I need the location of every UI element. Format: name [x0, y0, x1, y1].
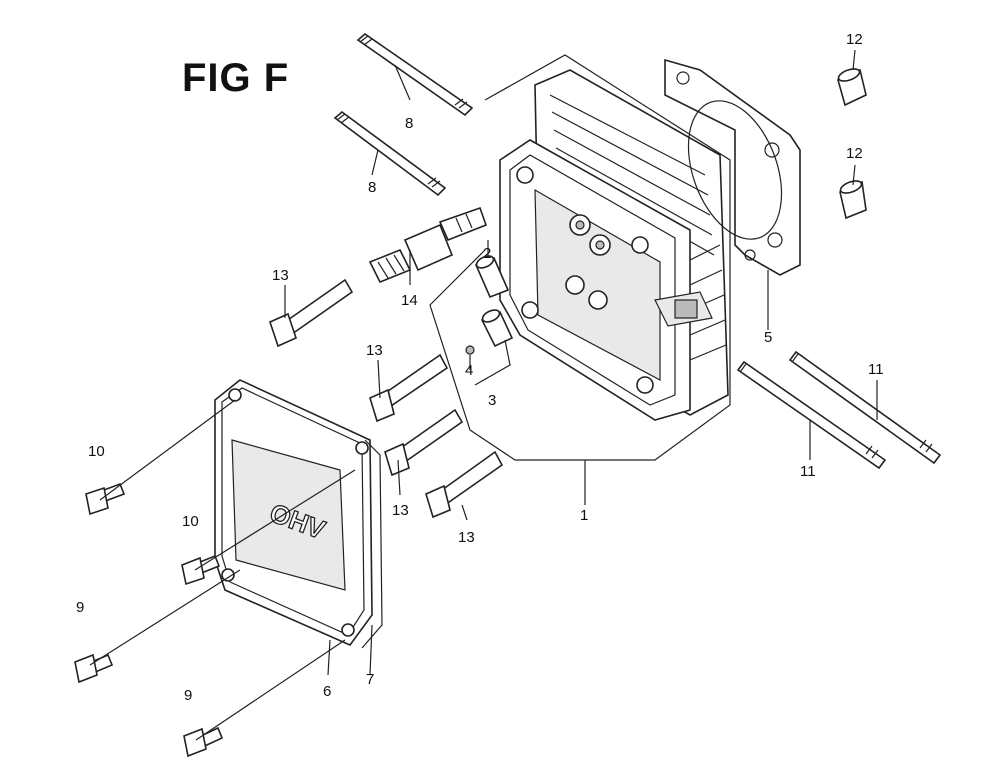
callout-labels: 1 2 3 4 5 6 7 8 8 9 9 10 10 11 11 12 12 …: [76, 31, 884, 704]
head-gasket: [664, 58, 801, 276]
callout-13b: 13: [366, 342, 383, 359]
callout-13d: 13: [458, 529, 475, 546]
stud-bolts-11: [736, 350, 942, 470]
callout-9a: 9: [76, 599, 84, 616]
callout-8a: 8: [405, 115, 413, 132]
callout-10a: 10: [88, 443, 105, 460]
callout-6: 6: [323, 683, 331, 700]
spark-plug: [368, 206, 488, 284]
callout-5: 5: [764, 329, 772, 346]
valve-guides: [474, 255, 514, 348]
callout-11a: 11: [868, 361, 884, 378]
cylinder-head: [499, 69, 729, 421]
callout-12b: 12: [846, 145, 863, 162]
callout-13c: 13: [392, 502, 409, 519]
head-cover: [214, 379, 373, 646]
callout-2: 2: [483, 245, 491, 262]
callout-7: 7: [366, 671, 374, 688]
callout-12a: 12: [846, 31, 863, 48]
part-1-bracket: [429, 54, 731, 461]
clip: [465, 345, 475, 355]
callout-4: 4: [465, 362, 473, 379]
figure-title: FIG F: [182, 56, 290, 100]
callout-14: 14: [401, 292, 418, 309]
cover-bolts: [74, 482, 224, 758]
callout-8b: 8: [368, 179, 376, 196]
callout-1: 1: [580, 507, 588, 524]
stud-bolts-8: [333, 32, 474, 197]
callout-9b: 9: [184, 687, 192, 704]
callout-11b: 11: [800, 463, 816, 480]
callout-13a: 13: [272, 267, 289, 284]
callout-3: 3: [488, 392, 496, 409]
dowel-pins-12: [837, 68, 867, 220]
leader-lines: [89, 49, 878, 741]
flange-bolts-13: [269, 278, 504, 519]
callout-10b: 10: [182, 513, 199, 530]
